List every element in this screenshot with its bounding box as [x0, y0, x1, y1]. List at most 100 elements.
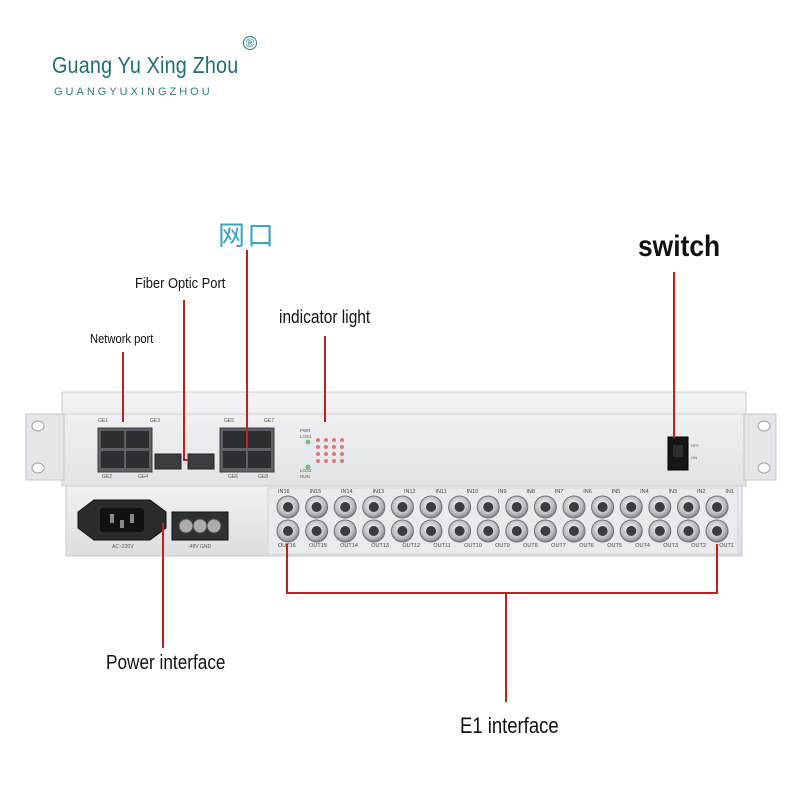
bnc-center [368, 526, 379, 536]
ge7-label: GE7 [263, 418, 274, 424]
in-port-label: IN16 [278, 489, 290, 495]
bnc-center [483, 526, 494, 536]
bnc-center [483, 502, 494, 512]
switch-marks: OFF ON [691, 440, 699, 464]
bnc-center [511, 526, 522, 536]
sfp-port-1 [154, 453, 182, 470]
bnc-center [540, 526, 551, 536]
out-port-label: OUT5 [607, 543, 622, 549]
ge8-label: GE8 [257, 474, 268, 480]
out-port-label: OUT14 [340, 543, 358, 549]
ge1-label: GE1 [98, 418, 109, 424]
dc-rating: -48V GND [188, 544, 212, 550]
in-port-label: IN9 [497, 489, 507, 495]
registered-mark: ® [243, 36, 257, 50]
ge-labels-bottom-right: GE6 GE8 [228, 474, 268, 480]
bnc-center [426, 502, 436, 512]
dc-terminal-block [171, 511, 229, 541]
in-port-label: IN10 [466, 489, 479, 495]
bnc-center [597, 526, 608, 536]
bnc-center [654, 526, 665, 536]
bnc-center [340, 502, 351, 512]
ge3-label: GE3 [149, 418, 160, 424]
in-port-label: IN15 [309, 489, 322, 495]
in-port-label: IN8 [526, 489, 535, 495]
brand-subtitle: GUANGYUXINGZHOU [54, 86, 213, 98]
switch-off-mark: OFF [691, 443, 699, 448]
in-port-label: IN5 [611, 489, 621, 495]
out-port-label: OUT10 [464, 543, 482, 549]
in-port-label: IN2 [696, 489, 706, 495]
wangkou-label: 网口 [218, 221, 276, 252]
in-port-label: IN7 [554, 489, 564, 495]
ac-rating: AC~220V [112, 544, 134, 550]
out-port-label: OUT4 [635, 543, 650, 549]
out-port-label: OUT8 [523, 543, 538, 549]
in-port-label: IN13 [372, 489, 385, 495]
ge6-label: GE6 [228, 474, 239, 480]
bnc-center [712, 526, 722, 536]
out-port-label: OUT7 [551, 543, 566, 549]
bnc-center [397, 526, 408, 536]
in-port-label: IN12 [403, 489, 416, 495]
ge4-label: GE4 [137, 474, 148, 480]
ge-labels-top-right: GE5 GE7 [224, 418, 274, 424]
switch-label: switch [638, 230, 721, 263]
in-port-label: IN4 [640, 489, 649, 495]
led-los1-label: LOS1 [300, 434, 312, 439]
bnc-center [454, 526, 465, 536]
out-port-label: OUT12 [402, 543, 421, 549]
sfp-port-2 [187, 453, 215, 470]
in-port-label: IN11 [435, 489, 447, 495]
led-panel [305, 438, 344, 470]
bnc-center [626, 502, 637, 512]
ge-labels-bottom-left: GE2 GE4 [102, 474, 148, 480]
callout-e1-bracket [286, 544, 718, 594]
led-labels-top: PWR LOS1 [300, 428, 312, 440]
bnc-center [368, 502, 379, 512]
in-port-label: IN3 [668, 489, 678, 495]
out-port-label: OUT11 [433, 543, 451, 549]
bnc-center [654, 502, 665, 512]
callout-fiber-port [183, 300, 188, 461]
bnc-center [426, 526, 436, 536]
bnc-center [712, 502, 722, 512]
out-port-label: OUT2 [691, 543, 706, 549]
in-port-label: IN6 [583, 489, 592, 495]
in-port-label: IN1 [725, 489, 734, 495]
out-port-label: OUT3 [663, 543, 678, 549]
bnc-row-out [276, 519, 729, 543]
top-chassis [61, 391, 747, 487]
bnc-center [454, 502, 465, 512]
rj45-group-right [219, 427, 275, 473]
bnc-center [540, 502, 551, 512]
power-interface-label: Power interface [106, 652, 226, 674]
out-port-label: OUT9 [495, 543, 510, 549]
bnc-center [569, 526, 579, 536]
bnc-center [311, 502, 322, 512]
fiber-optic-port-label: Fiber Optic Port [135, 275, 226, 292]
bnc-center [626, 526, 637, 536]
out-port-label: OUT6 [579, 543, 594, 549]
led-labels-bottom: LOS2 RUN [300, 468, 312, 480]
bnc-center [283, 526, 293, 536]
switch-on-mark: ON [691, 455, 697, 460]
ge5-label: GE5 [224, 418, 235, 424]
bnc-center [397, 502, 408, 512]
bnc-center [283, 502, 293, 512]
led-los2-label: LOS2 [300, 468, 312, 473]
rack-ear-left [25, 413, 65, 481]
indicator-light-label: indicator light [279, 307, 371, 327]
led-pwr-label: PWR [300, 428, 311, 433]
ac-power-inlet [77, 499, 167, 541]
ge-labels-top-left: GE1 GE3 [98, 418, 160, 424]
rj45-group-left [97, 427, 153, 473]
bnc-center [569, 502, 579, 512]
bnc-center [311, 526, 322, 536]
ge2-label: GE2 [102, 474, 113, 480]
bnc-center [511, 502, 522, 512]
led-run-label: RUN [300, 474, 310, 479]
